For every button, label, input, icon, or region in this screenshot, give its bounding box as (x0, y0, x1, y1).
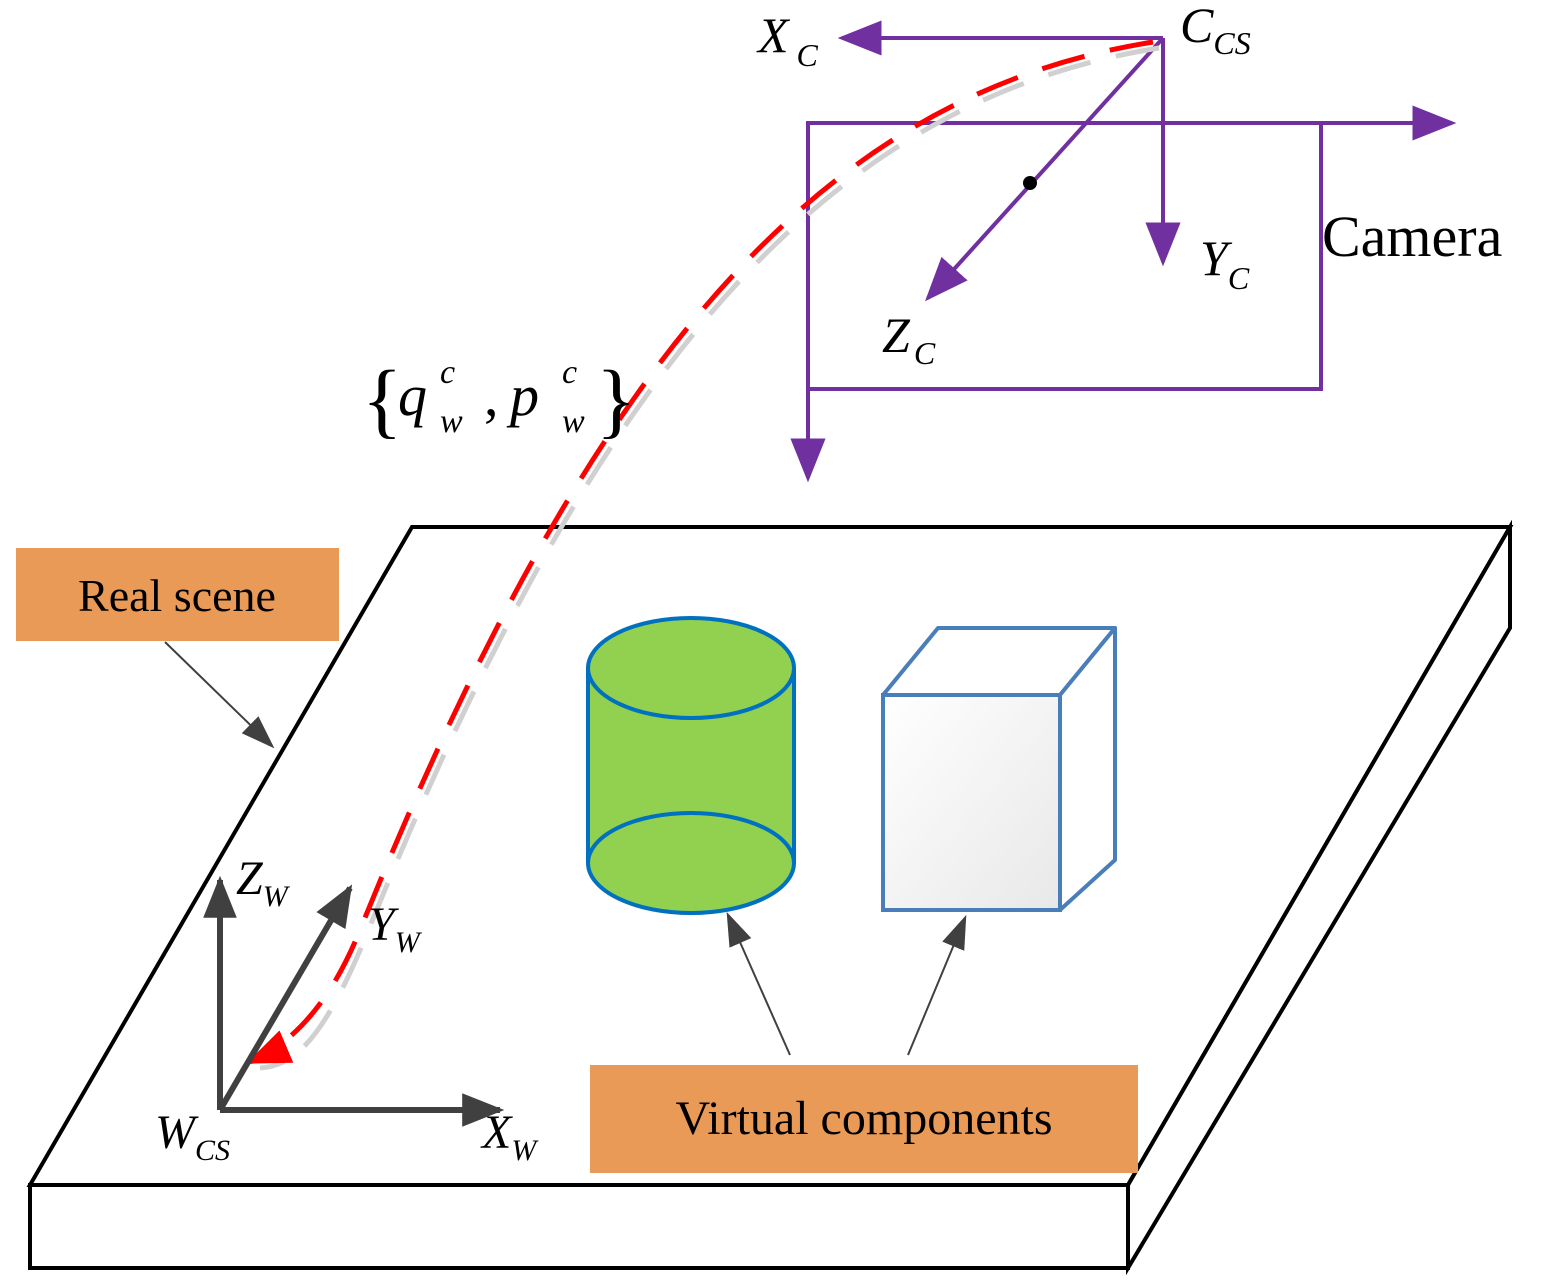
world-origin-label: WCS (155, 1106, 230, 1167)
cuboid-front-face (881, 693, 1062, 912)
transform-label: { q c w , p c w } (362, 354, 636, 447)
transform-path (245, 39, 1160, 1071)
real-scene-callout-text: Real scene (78, 570, 276, 621)
virtual-cylinder-pointer (726, 911, 791, 1056)
camera-origin-label: CCS (1180, 0, 1251, 61)
camera-label: Camera (1322, 204, 1502, 269)
world-xw-label: XW (480, 1106, 539, 1167)
transform-p-sub: w (562, 403, 585, 440)
transform-q-sup: c (440, 354, 455, 391)
slab-front-face (28, 1183, 1130, 1270)
virtual-components-callout-box (590, 1065, 1138, 1173)
transform-path-shadow (259, 45, 1160, 1071)
real-scene-callout: Real scene (16, 548, 339, 641)
world-yw-label: YW (368, 898, 423, 959)
transform-p-sup: c (562, 354, 577, 391)
virtual-components-callout: Virtual components (590, 1065, 1138, 1173)
transform-open-brace: { (362, 354, 402, 447)
virtual-cylinder (586, 616, 796, 915)
transform-p: p (506, 363, 539, 428)
real-scene-pointer (164, 641, 275, 749)
camera-yc-label: YC (1200, 230, 1250, 296)
world-axes: ZW YW XW WCS (155, 852, 539, 1167)
world-zw-label: ZW (236, 852, 291, 913)
slab-side-face (1126, 519, 1512, 1276)
cylinder-top-ellipse (586, 616, 796, 720)
transform-path-line (245, 39, 1154, 1065)
world-yw-axis (217, 884, 353, 1112)
transform-q-sub: w (440, 403, 463, 440)
virtual-cuboid-pointer (907, 914, 967, 1056)
real-scene-callout-box (16, 548, 339, 641)
camera-zc-axis (925, 36, 1165, 302)
transform-close-brace: } (596, 354, 636, 447)
virtual-components-callout-text: Virtual components (675, 1092, 1052, 1145)
transform-comma: , (484, 363, 499, 428)
virtual-cuboid (881, 626, 1117, 912)
camera-optical-center (1023, 176, 1037, 190)
cylinder-bottom-ellipse (586, 811, 796, 915)
transform-q: q (398, 363, 427, 428)
